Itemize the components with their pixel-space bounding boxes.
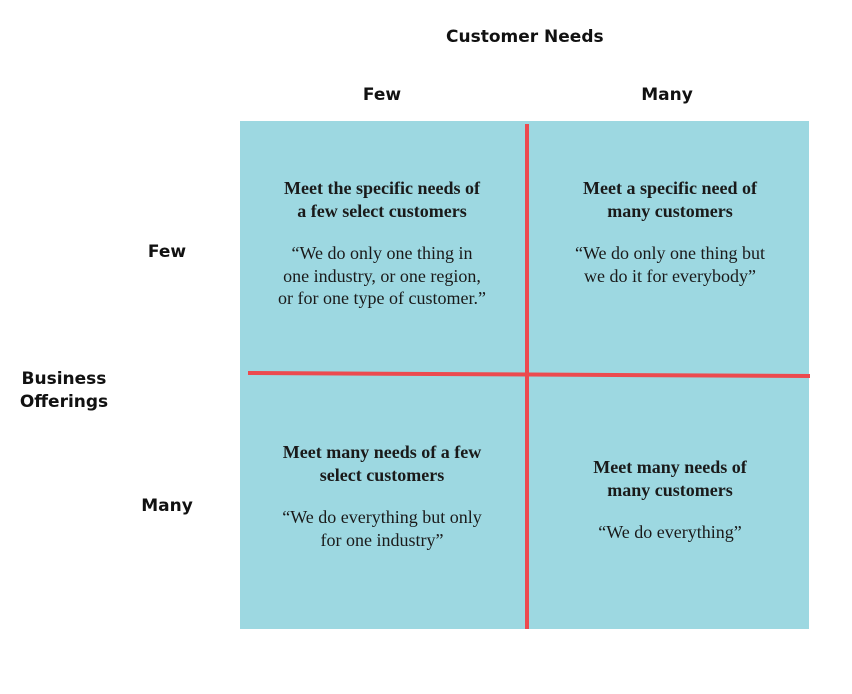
quadrant-quote: “We do everything”	[598, 522, 742, 542]
y-axis-title-line1: Business	[21, 369, 107, 389]
quadrant-title: Meet many needs of many customers	[593, 457, 747, 500]
column-header-many: Many	[641, 85, 693, 105]
quadrant-bottom-left: Meet many needs of a few select customer…	[240, 441, 524, 551]
quadrant-quote: “We do only one thing in one industry, o…	[278, 243, 486, 308]
row-header-many: Many	[141, 496, 193, 516]
quadrant-title: Meet a specific need of many customers	[583, 178, 757, 221]
x-axis-title: Customer Needs	[446, 27, 604, 47]
quadrant-top-right: Meet a specific need of many customers “…	[528, 177, 812, 287]
quadrant-quote: “We do everything but only for one indus…	[282, 507, 482, 550]
quadrant-title: Meet the specific needs of a few select …	[284, 178, 480, 221]
column-header-few: Few	[362, 85, 402, 105]
quadrant-top-left: Meet the specific needs of a few select …	[240, 177, 524, 310]
quadrant-title: Meet many needs of a few select customer…	[282, 442, 482, 485]
y-axis-title-line2: Offerings	[19, 392, 109, 412]
row-header-few: Few	[147, 242, 187, 262]
vertical-divider	[525, 124, 529, 629]
y-axis-title: Business Offerings	[4, 368, 124, 414]
quadrant-bottom-right: Meet many needs of many customers “We do…	[528, 456, 812, 544]
quadrant-quote: “We do only one thing but we do it for e…	[574, 243, 766, 286]
